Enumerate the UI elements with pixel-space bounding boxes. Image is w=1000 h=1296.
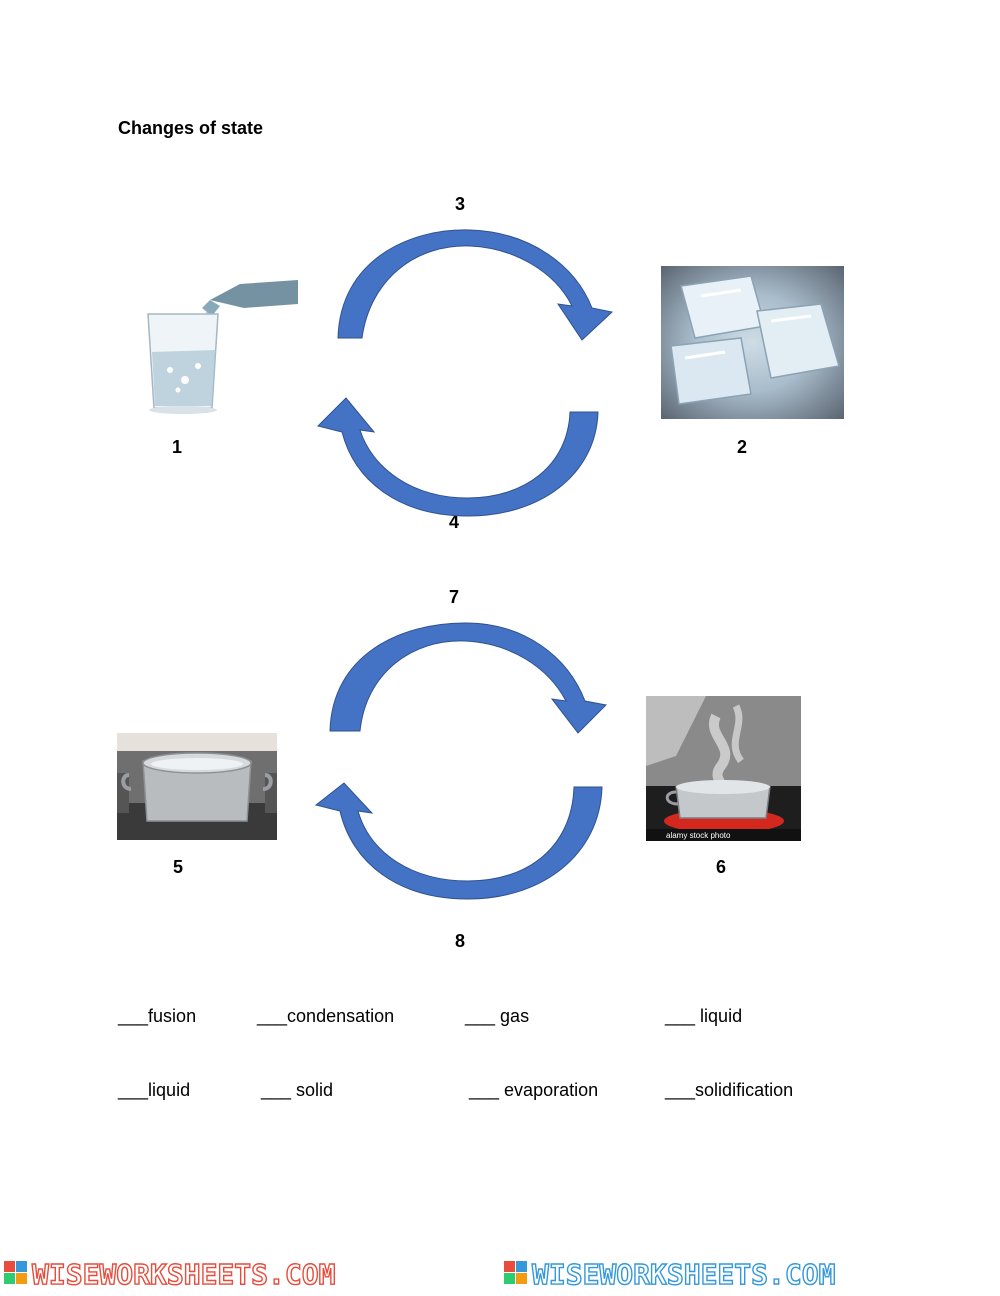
label-4: 4 xyxy=(448,512,459,532)
answer-blank: ___ xyxy=(469,1080,500,1100)
watermark-logo-icon xyxy=(504,1261,527,1284)
arrow-lower-bottom xyxy=(314,782,603,900)
word-bank-item: ___condensation xyxy=(257,1006,394,1027)
cycle-arrows-top xyxy=(317,229,614,517)
arrow-upper-top xyxy=(337,229,614,341)
answer-blank: ___ xyxy=(465,1006,496,1026)
word-bank-item: ___ solid xyxy=(261,1080,333,1101)
label-3: 3 xyxy=(454,194,465,214)
word-text: solid xyxy=(291,1080,334,1100)
watermark-text-left: WISEWORKSHEETS.COM xyxy=(32,1258,335,1291)
word-bank-item: ___liquid xyxy=(118,1080,190,1101)
arrow-lower-top xyxy=(317,397,599,517)
label-2: 2 xyxy=(736,437,747,457)
word-bank-item: ___fusion xyxy=(118,1006,196,1027)
word-text: condensation xyxy=(287,1006,395,1026)
watermark-bar: WISEWORKSHEETS.COM WISEWORKSHEETS.COM xyxy=(0,1255,1000,1292)
watermark-logo-icon xyxy=(4,1261,27,1284)
label-1: 1 xyxy=(171,437,182,457)
boiling-pot-image xyxy=(117,733,277,840)
word-bank-item: ___ gas xyxy=(465,1006,529,1027)
label-7: 7 xyxy=(448,587,459,607)
answer-blank: ___ xyxy=(118,1080,149,1100)
label-6: 6 xyxy=(715,857,726,877)
cycle-arrows-bottom xyxy=(314,622,608,900)
answer-blank: ___ xyxy=(665,1006,696,1026)
word-text: gas xyxy=(495,1006,530,1026)
glass-of-water-image xyxy=(140,280,298,420)
answer-blank: ___ xyxy=(118,1006,149,1026)
label-5: 5 xyxy=(172,857,183,877)
answer-blank: ___ xyxy=(665,1080,696,1100)
word-bank-item: ___ liquid xyxy=(665,1006,742,1027)
word-text: fusion xyxy=(148,1006,197,1026)
watermark-text-right: WISEWORKSHEETS.COM xyxy=(532,1258,835,1291)
word-bank-item: ___ evaporation xyxy=(469,1080,598,1101)
label-8: 8 xyxy=(454,931,465,951)
answer-blank: ___ xyxy=(261,1080,292,1100)
word-bank-item: ___solidification xyxy=(665,1080,793,1101)
arrow-upper-bottom xyxy=(329,622,608,734)
worksheet-title: Changes of state xyxy=(118,118,264,138)
stock-caption: alamy stock photo xyxy=(666,831,731,840)
word-text: solidification xyxy=(695,1080,794,1100)
ice-cubes-image xyxy=(661,266,844,419)
steaming-pot-image: alamy stock photo xyxy=(646,696,801,841)
word-text: liquid xyxy=(695,1006,743,1026)
word-text: liquid xyxy=(148,1080,191,1100)
answer-blank: ___ xyxy=(257,1006,288,1026)
word-text: evaporation xyxy=(499,1080,599,1100)
